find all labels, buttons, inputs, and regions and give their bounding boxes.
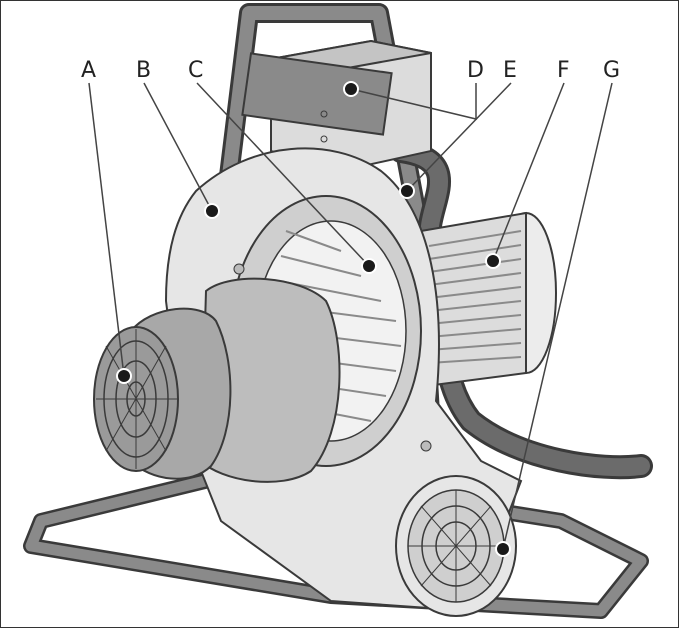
dot-c: [361, 258, 377, 274]
callout-dots: [116, 81, 511, 557]
label-f: F: [557, 58, 570, 83]
leader-c: [196, 82, 370, 267]
label-e: E: [503, 58, 517, 83]
outlet-grille: [395, 475, 517, 617]
inlet-grille: [93, 326, 179, 472]
leader-b: [143, 82, 213, 212]
dot-a: [116, 368, 132, 384]
dot-e: [399, 183, 415, 199]
switch-box: [241, 39, 432, 175]
leader-lines: [88, 82, 613, 550]
leader-e: [406, 82, 512, 192]
leader-g: [502, 82, 613, 550]
label-a: A: [81, 58, 96, 83]
label-b: B: [136, 58, 151, 83]
motor: [419, 211, 557, 388]
label-g: G: [603, 58, 620, 83]
inlet-cone: [130, 277, 341, 483]
leader-f: [492, 82, 565, 262]
callout-labels: A B C D E F G: [81, 58, 620, 83]
leader-a: [88, 82, 125, 377]
dot-d: [343, 81, 359, 97]
label-d: D: [467, 58, 484, 83]
dot-g: [495, 541, 511, 557]
label-c: C: [188, 58, 203, 83]
dot-f: [485, 253, 501, 269]
dot-b: [204, 203, 220, 219]
